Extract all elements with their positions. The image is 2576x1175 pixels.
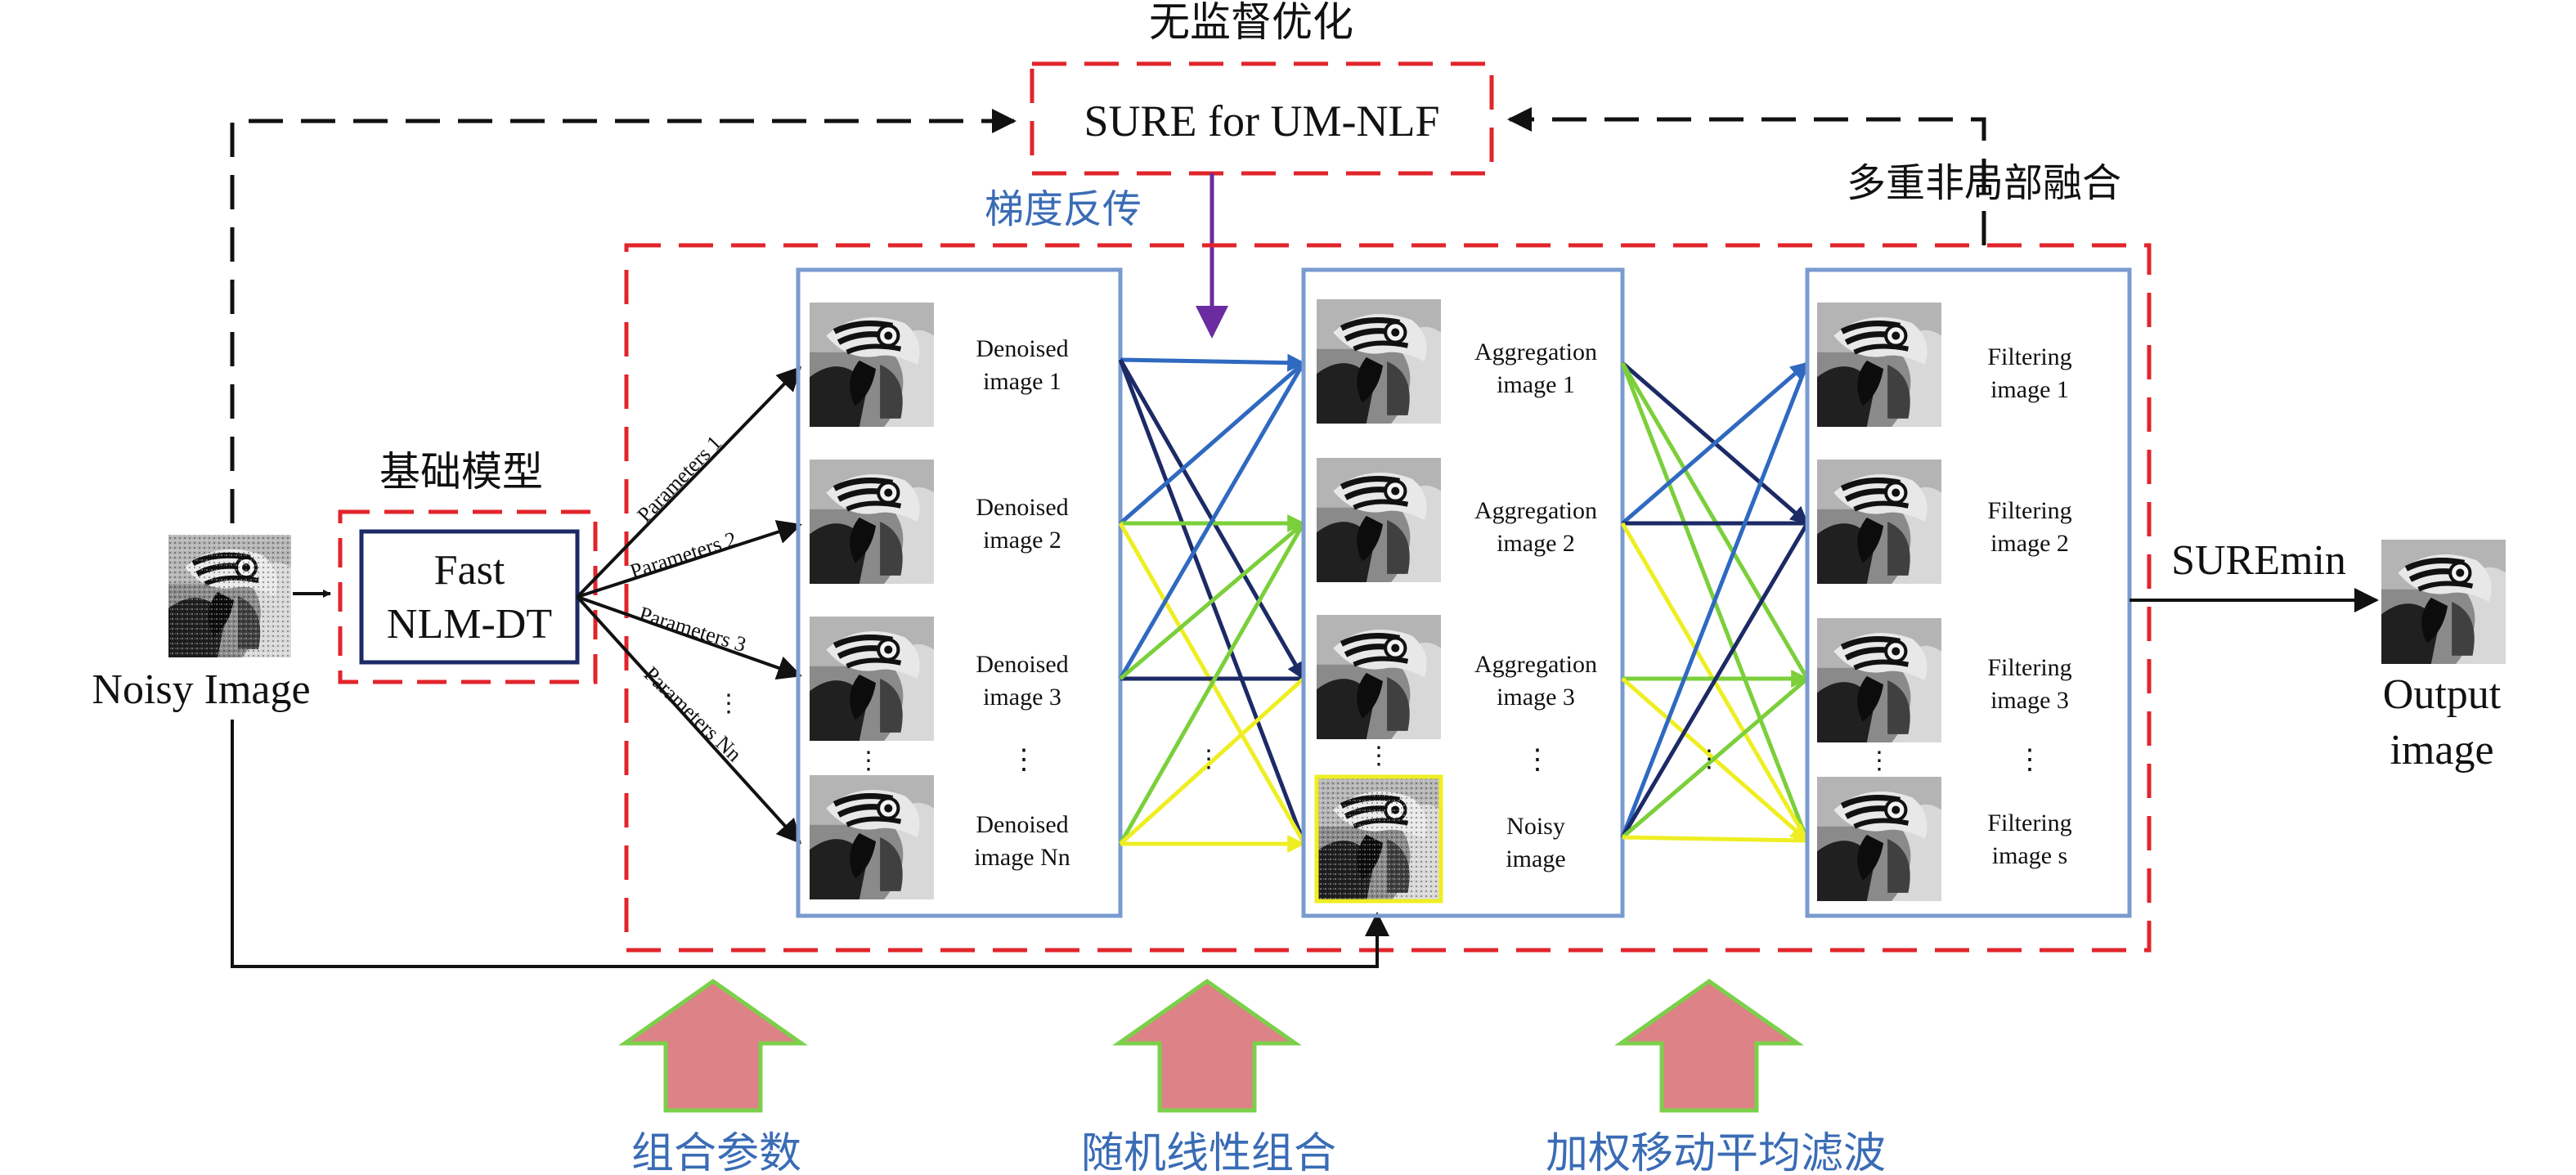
denoised-3-l2: image 3 (983, 684, 1061, 711)
nlm-dt-label: NLM-DT (387, 601, 552, 648)
agg-1-l2: image 1 (1497, 371, 1575, 398)
output-label-1: Output (2383, 671, 2502, 718)
bottom-label-params: 组合参数 (631, 1129, 801, 1175)
panel-denoised-thumbs (810, 303, 934, 899)
param-label-3: Parameters 3 (636, 602, 749, 657)
noisy-input-image (168, 535, 291, 657)
panel-denoised (796, 267, 1123, 918)
output-label-2: image (2390, 727, 2493, 774)
agg-noisy-l1: Noisy (1506, 813, 1565, 840)
denoised-dots-a: ⋮ (856, 747, 881, 774)
agg-2-l2: image 2 (1497, 530, 1575, 557)
filter-s-l2: image s (1992, 842, 2067, 869)
agg-3-l1: Aggregation (1474, 651, 1597, 678)
param-label-2: Parameters 2 (627, 527, 739, 583)
output-image (2381, 540, 2506, 664)
suremin-label: SUREmin (2171, 537, 2346, 584)
denoised-1-l1: Denoised (976, 335, 1068, 362)
random-combination-lines (1118, 353, 1306, 853)
filter-s-l1: Filtering (1987, 809, 2071, 836)
denoised-2-l1: Denoised (976, 494, 1068, 521)
agg-1-l1: Aggregation (1474, 339, 1597, 366)
parameter-arrows (576, 366, 802, 845)
noisy-image-label: Noisy Image (92, 666, 310, 713)
denoised-dots-b: ⋮ (1010, 745, 1038, 775)
feedback-lines (230, 107, 1986, 523)
base-model-label: 基础模型 (379, 448, 543, 496)
filter-dots-a: ⋮ (1867, 747, 1892, 774)
bypass-line (231, 720, 1389, 968)
fast-nlm-dt-box (359, 529, 580, 665)
param-dots: ⋮ (716, 690, 741, 717)
grad-label: 梯度反传 (985, 186, 1142, 232)
sure-box (1030, 61, 1494, 176)
denoised-nn-l2: image Nn (974, 844, 1070, 871)
noisy-thumb (1314, 774, 1443, 904)
base-model-dashed-box (338, 509, 598, 684)
filter-2-l2: image 2 (1990, 530, 2069, 557)
filter-3-l2: image 3 (1990, 687, 2069, 714)
param-label-1: Parameters 1 (632, 431, 726, 527)
bottom-label-filter: 加权移动平均滤波 (1546, 1129, 1886, 1175)
sure-label: SURE for UM-NLF (1084, 96, 1439, 146)
agg-2-l1: Aggregation (1474, 497, 1597, 524)
fusion-module-box (624, 243, 2152, 953)
agg-3-l2: image 3 (1497, 684, 1575, 711)
filter-1-l2: image 1 (1990, 376, 2069, 403)
panel-filtering-thumbs (1817, 303, 1941, 901)
filter-1-l1: Filtering (1987, 343, 2071, 370)
filter-dots-b: ⋮ (2016, 745, 2044, 775)
weighted-filter-lines (1620, 361, 1810, 843)
title-unsupervised: 无监督优化 (1149, 0, 1353, 46)
filter-3-l1: Filtering (1987, 654, 2071, 681)
agg-noisy-l2: image (1506, 845, 1565, 872)
agg-dots-a: ⋮ (1367, 742, 1391, 769)
denoised-2-l2: image 2 (983, 527, 1061, 554)
bottom-label-random: 随机线性组合 (1081, 1129, 1336, 1175)
agg-dots-b: ⋮ (1524, 745, 1551, 775)
denoised-3-l1: Denoised (976, 651, 1068, 678)
fast-label: Fast (434, 547, 505, 594)
panel-filtering (1805, 267, 2132, 918)
denoised-1-l2: image 1 (983, 368, 1061, 395)
panel-aggregation-thumbs (1314, 299, 1443, 904)
middle-dots-1: ⋮ (1196, 746, 1221, 773)
fusion-label: 多重非局部融合 (1847, 160, 2121, 206)
denoised-nn-l1: Denoised (976, 811, 1068, 838)
panel-aggregation (1301, 267, 1625, 918)
bottom-arrows (618, 978, 1804, 1113)
middle-dots-2: ⋮ (1697, 746, 1721, 773)
filter-2-l1: Filtering (1987, 497, 2071, 524)
